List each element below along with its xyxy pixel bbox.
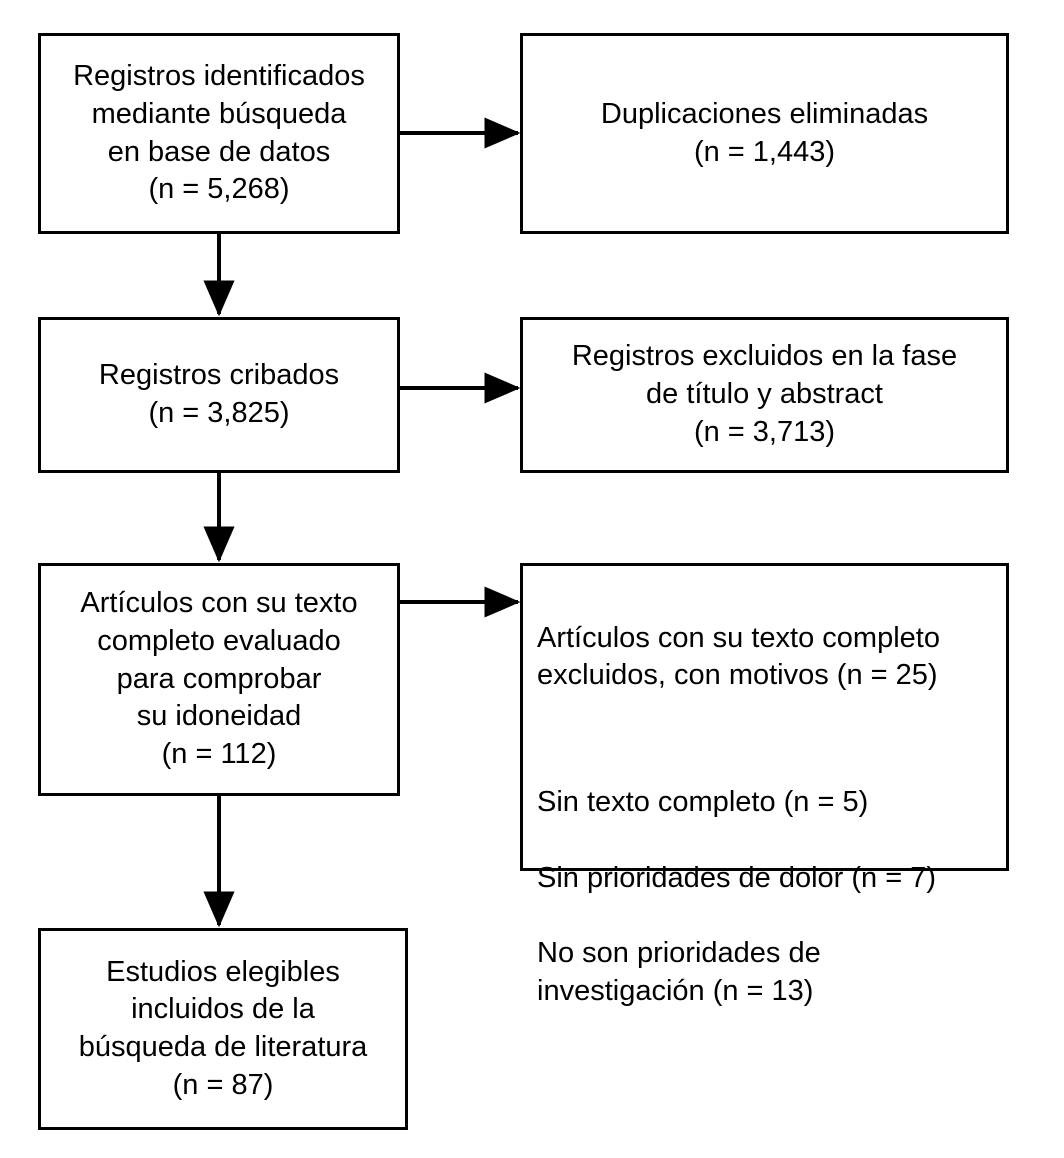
box-duplicates-removed-text: Duplicaciones eliminadas (n = 1,443) (600, 97, 929, 168)
box-fulltext-assessed: Artículos con su texto completo evaluado… (38, 563, 400, 796)
fulltext-excluded-reason-3: No son prioridades de investigación (n =… (537, 937, 821, 1007)
box-records-excluded-title-abstract-text: Registros excluidos en la fase de título… (571, 340, 958, 448)
box-studies-included: Estudios elegibles incluidos de la búsqu… (38, 928, 408, 1130)
box-records-screened-text: Registros cribados (n = 3,825) (98, 359, 340, 429)
reason-spacer (537, 733, 992, 747)
box-records-excluded-title-abstract: Registros excluidos en la fase de título… (520, 317, 1009, 473)
fulltext-excluded-reason-2: Sin prioridades de dolor (n = 7) (537, 861, 936, 894)
box-fulltext-excluded-heading: Artículos con su texto completo excluido… (537, 621, 940, 692)
box-fulltext-excluded: Artículos con su texto completo excluido… (520, 563, 1009, 1007)
fulltext-excluded-reason-1: Sin texto completo (n = 5) (537, 786, 869, 819)
box-studies-included-text: Estudios elegibles incluidos de la búsqu… (78, 955, 368, 1101)
box-fulltext-excluded-body: Artículos con su texto completo excluido… (523, 566, 1006, 1048)
box-duplicates-removed: Duplicaciones eliminadas (n = 1,443) (520, 33, 1009, 234)
box-fulltext-assessed-text: Artículos con su texto completo evaluado… (80, 587, 358, 771)
box-records-screened: Registros cribados (n = 3,825) (38, 317, 400, 473)
box-records-identified-text: Registros identificados mediante búsqued… (73, 60, 365, 206)
box-records-identified: Registros identificados mediante búsqued… (38, 33, 400, 234)
